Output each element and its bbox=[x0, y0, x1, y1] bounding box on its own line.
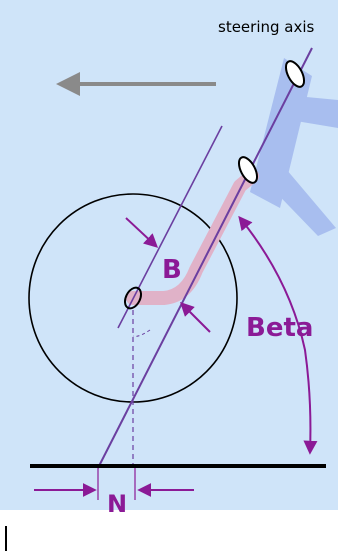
rake-angle-label: Beta bbox=[246, 313, 313, 343]
wheel-hub bbox=[124, 286, 142, 310]
hub-angle-arc bbox=[132, 329, 151, 337]
steering-axis-line bbox=[97, 47, 313, 469]
offset-label: B bbox=[162, 255, 182, 285]
offset-dimension-line-bottom bbox=[180, 302, 211, 333]
lower-bearing bbox=[237, 156, 259, 184]
fork-blade bbox=[126, 169, 259, 305]
frame bbox=[250, 58, 338, 236]
bottom-white-strip bbox=[0, 510, 338, 551]
rake-angle-arc bbox=[238, 215, 318, 455]
trail-label: N bbox=[107, 490, 127, 518]
down-tube bbox=[262, 150, 336, 236]
offset-dimension-line-top bbox=[125, 217, 159, 248]
left-arrow-icon bbox=[56, 72, 216, 96]
steering-axis-label: steering axis bbox=[218, 18, 315, 36]
top-tube bbox=[290, 96, 338, 128]
offset-line bbox=[117, 125, 223, 329]
upper-bearing bbox=[284, 60, 306, 88]
